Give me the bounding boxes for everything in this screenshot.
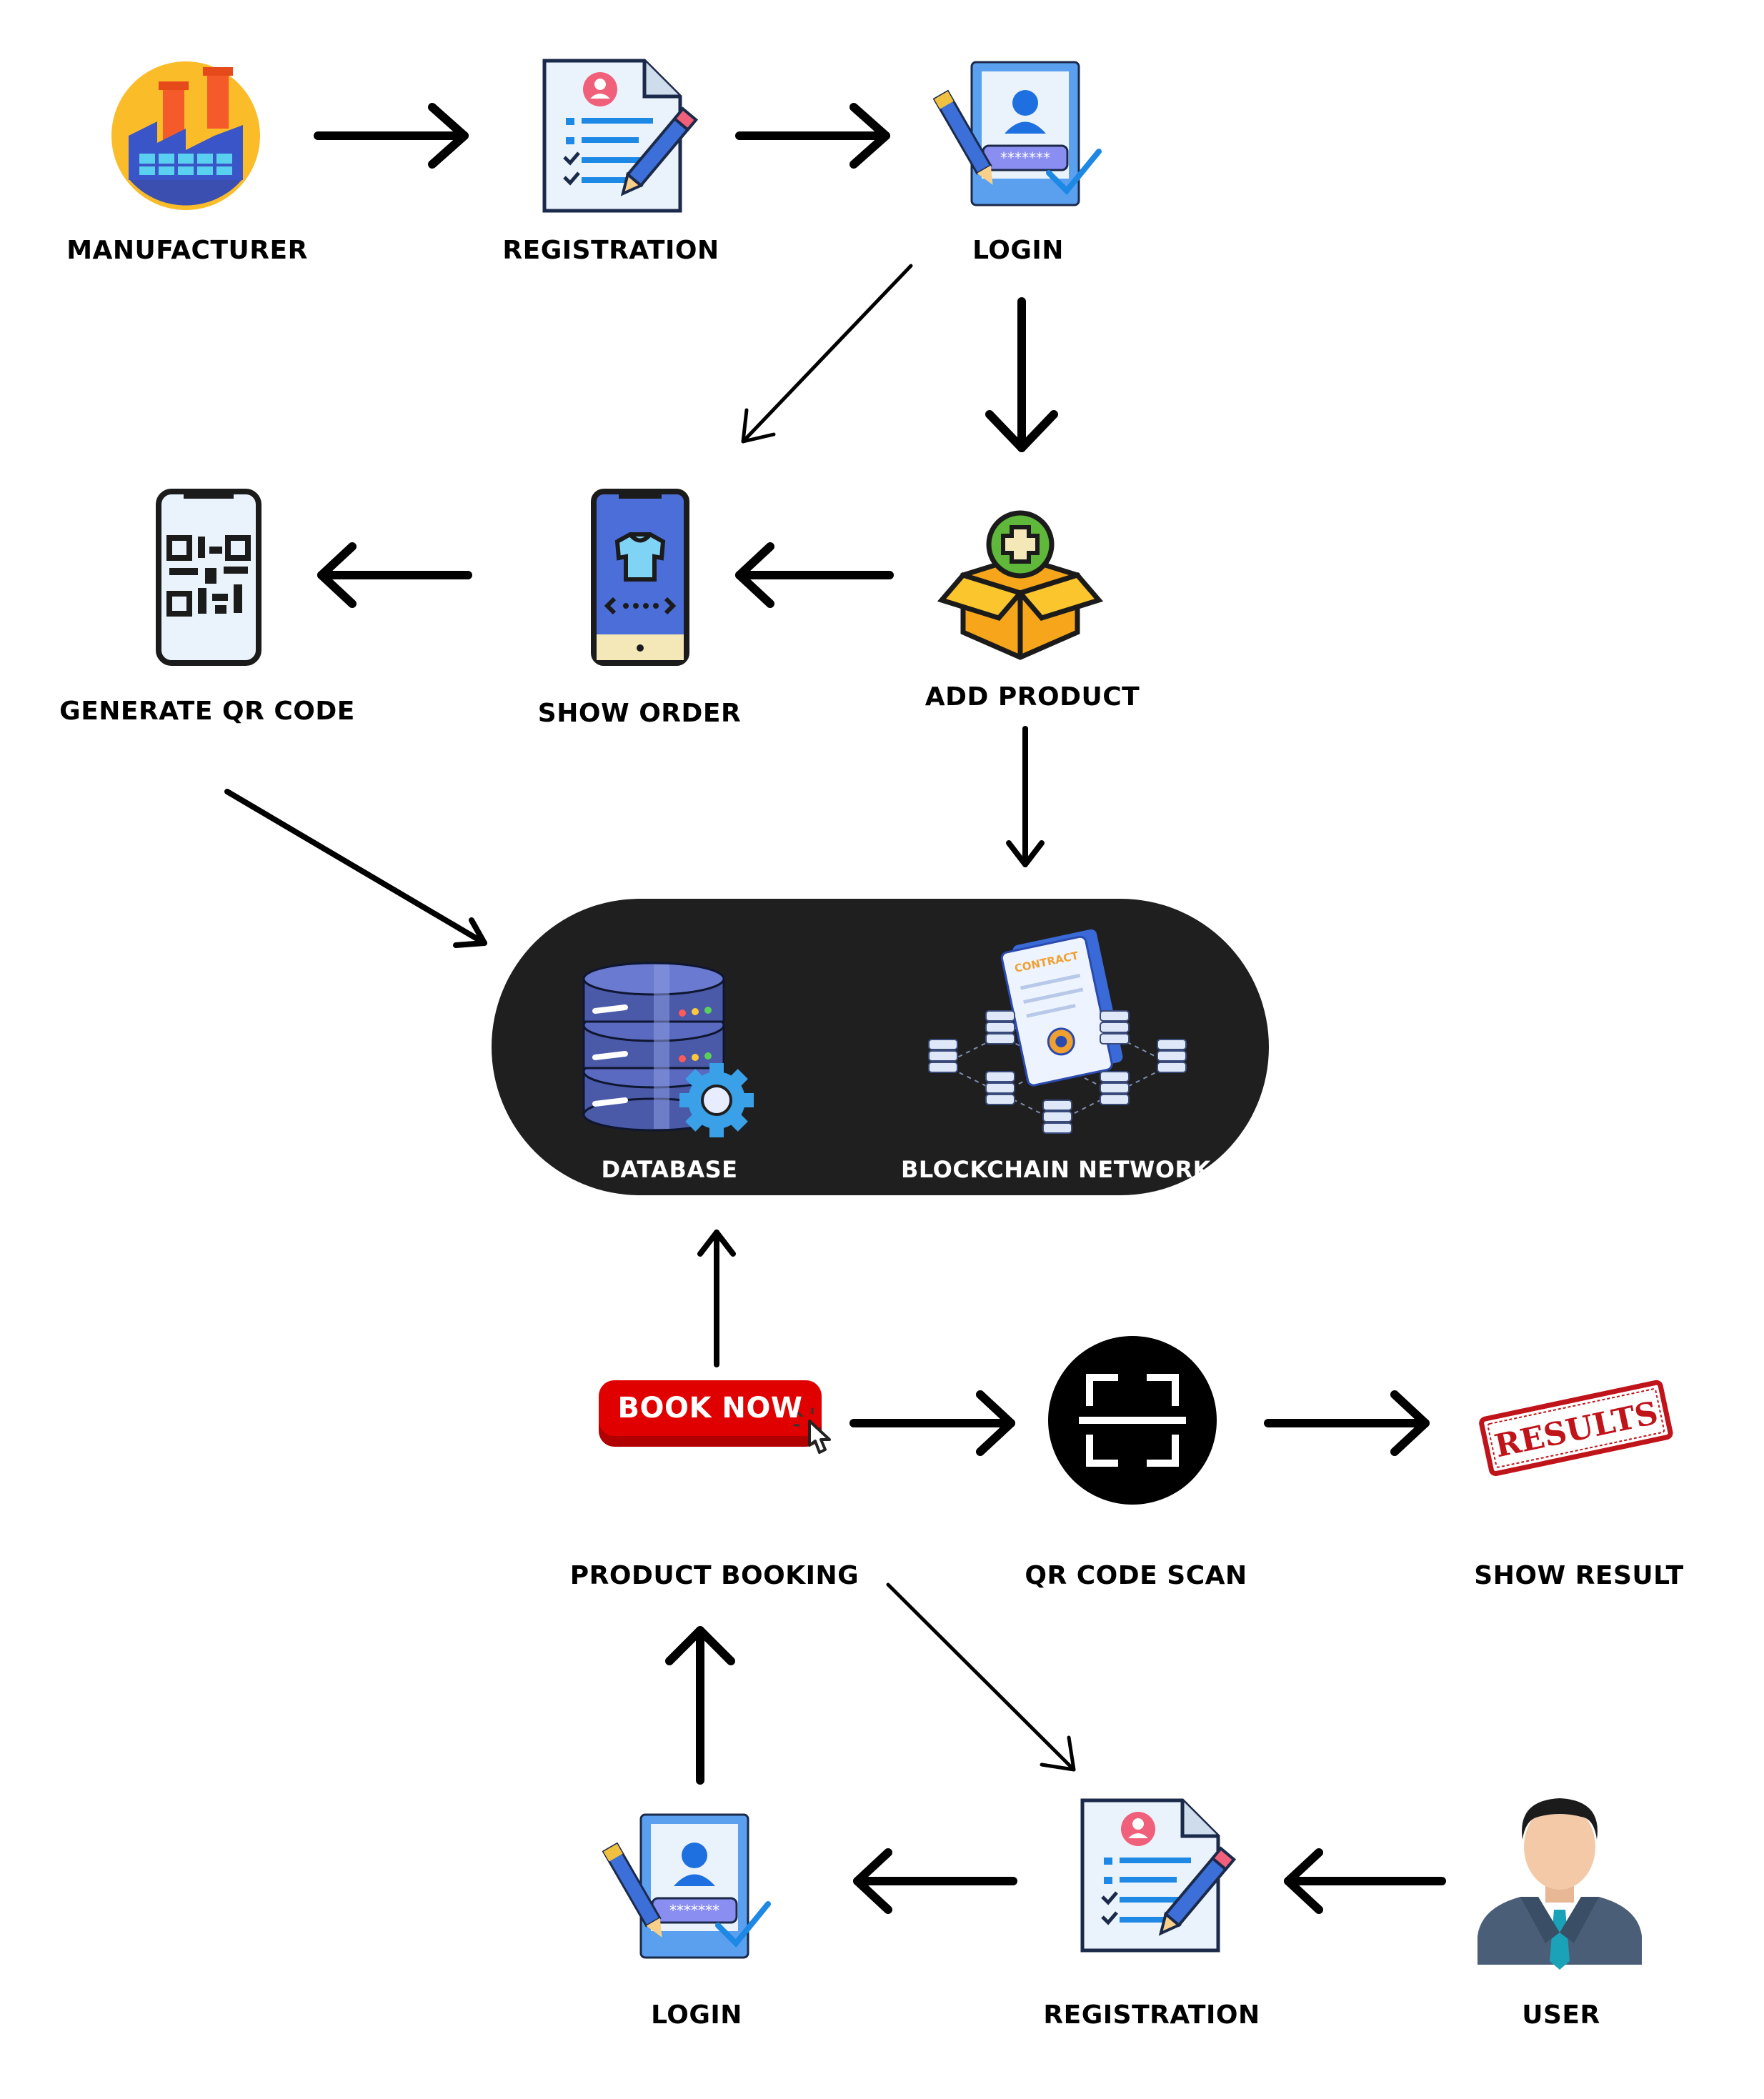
arrow-qr-scan-to-result bbox=[1264, 1390, 1430, 1456]
results-stamp-icon: RESULTS bbox=[1479, 1380, 1673, 1477]
registration-form-icon bbox=[542, 59, 698, 213]
arrow-registration-to-login-bottom bbox=[853, 1848, 1017, 1914]
book-now-button-face[interactable]: BOOK NOW bbox=[599, 1380, 822, 1436]
add-product-box-icon bbox=[937, 510, 1104, 660]
arrow-login-to-booking bbox=[665, 1626, 735, 1785]
login-card-icon: ******* bbox=[932, 61, 1102, 206]
order-phone-icon bbox=[591, 489, 689, 666]
arrow-booking-to-qr-scan bbox=[849, 1390, 1015, 1456]
arrow-booking-to-registration bbox=[886, 1582, 1076, 1772]
label-registration-top: REGISTRATION bbox=[502, 236, 719, 265]
arrow-generate-qr-to-storage bbox=[224, 789, 487, 948]
database-server-icon bbox=[582, 962, 754, 1137]
label-product-booking: PRODUCT BOOKING bbox=[569, 1561, 859, 1590]
arrow-login-to-show-order bbox=[741, 264, 913, 444]
blockchain-network-icon: CONTRACT bbox=[928, 929, 1187, 1134]
label-blockchain: BLOCKCHAIN NETWORK bbox=[901, 1156, 1211, 1183]
label-login-top: LOGIN bbox=[972, 236, 1064, 265]
label-show-result: SHOW RESULT bbox=[1474, 1561, 1684, 1590]
label-registration-bottom: REGISTRATION bbox=[1043, 2000, 1260, 2030]
registration-form-icon-bottom bbox=[1080, 1798, 1236, 1953]
label-database: DATABASE bbox=[601, 1156, 738, 1183]
label-add-product: ADD PRODUCT bbox=[925, 682, 1140, 712]
node-servers bbox=[928, 1010, 1187, 1134]
svg-text:*******: ******* bbox=[1000, 149, 1050, 166]
qr-scan-icon bbox=[1048, 1336, 1217, 1505]
login-card-icon-bottom: ******* bbox=[602, 1813, 771, 1959]
svg-text:*******: ******* bbox=[669, 1902, 719, 1919]
user-avatar-icon bbox=[1478, 1798, 1642, 1970]
arrow-registration-to-login bbox=[735, 103, 890, 169]
factory-icon bbox=[111, 61, 260, 210]
arrow-user-to-registration bbox=[1284, 1848, 1446, 1914]
label-show-order: SHOW ORDER bbox=[537, 699, 742, 728]
label-qr-scan: QR CODE SCAN bbox=[1025, 1561, 1247, 1590]
label-login-bottom: LOGIN bbox=[651, 2000, 742, 2030]
arrow-login-to-add-product bbox=[985, 297, 1058, 452]
cursor-hand-icon bbox=[794, 1408, 831, 1454]
arrow-add-product-to-show-order bbox=[735, 542, 894, 608]
arrow-show-order-to-generate-qr bbox=[317, 542, 472, 608]
arrow-manufacturer-to-registration bbox=[314, 103, 469, 169]
label-generate-qr: GENERATE QR CODE bbox=[59, 697, 355, 726]
arrow-add-product-to-storage bbox=[1006, 726, 1045, 867]
label-manufacturer: MANUFACTURER bbox=[66, 236, 308, 265]
label-user: USER bbox=[1522, 2000, 1600, 2030]
qr-phone-icon bbox=[156, 489, 261, 666]
arrow-booking-to-storage bbox=[697, 1230, 736, 1367]
book-now-label: BOOK NOW bbox=[617, 1392, 803, 1425]
